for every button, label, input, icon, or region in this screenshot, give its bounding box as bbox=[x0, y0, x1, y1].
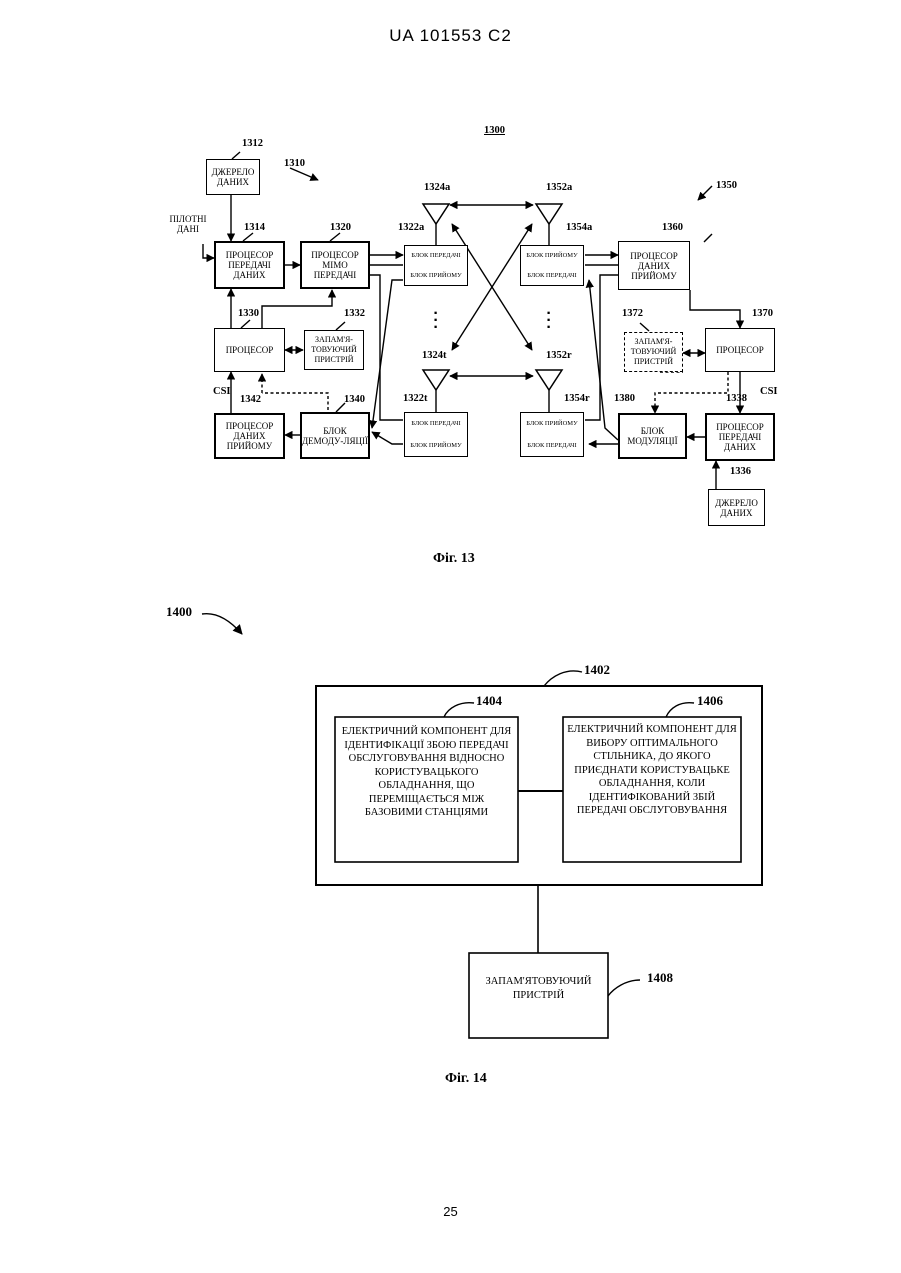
fig14-caption: Фіг. 14 bbox=[445, 1071, 487, 1087]
ref-1406: 1406 bbox=[697, 693, 723, 709]
failure-identification-component-text: ЕЛЕКТРИЧНИЙ КОМПОНЕНТ ДЛЯ ІДЕНТИФІКАЦІЇ … bbox=[340, 725, 513, 820]
ref-1404: 1404 bbox=[476, 693, 502, 709]
ref-1408: 1408 bbox=[647, 970, 673, 986]
ref-1402: 1402 bbox=[584, 662, 610, 678]
memory-component-text: ЗАПАМ'ЯТОВУЮЧИЙ ПРИСТРІЙ bbox=[474, 975, 603, 1002]
cell-selection-component-text: ЕЛЕКТРИЧНИЙ КОМПОНЕНТ ДЛЯ ВИБОРУ ОПТИМАЛ… bbox=[566, 723, 738, 818]
ref-1400: 1400 bbox=[166, 604, 192, 620]
